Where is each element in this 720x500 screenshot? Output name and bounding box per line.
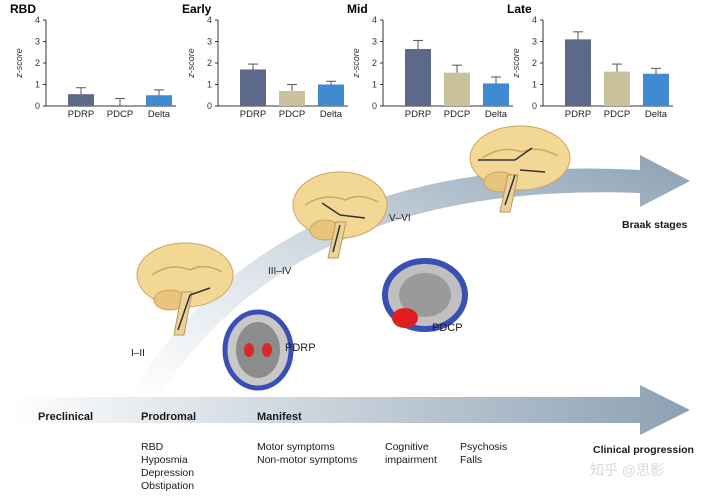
- bar-pdcp: [444, 72, 470, 106]
- y-tick-label: 1: [35, 80, 40, 90]
- phase-manifest: Manifest: [257, 411, 302, 423]
- cognitive-list: Cognitive impairment: [385, 441, 437, 467]
- list-item: Obstipation: [141, 480, 195, 492]
- y-tick-label: 1: [207, 80, 212, 90]
- phase-preclinical: Preclinical: [38, 411, 94, 423]
- panel-title: RBD: [10, 2, 36, 16]
- pdrp-scan-label: PDRP: [285, 342, 316, 354]
- bar-pdrp: [565, 39, 591, 106]
- psychosis-list: Psychosis Falls: [460, 441, 507, 467]
- braak-stages-label: Braak stages: [622, 219, 688, 231]
- braak-stage-arrow: [130, 155, 690, 395]
- y-axis-label: z-score: [351, 48, 361, 79]
- stage-label-2: III–IV: [268, 266, 292, 277]
- bar-delta: [318, 84, 344, 106]
- y-tick-label: 0: [372, 101, 377, 111]
- x-tick-label: PDCP: [444, 109, 470, 120]
- phase-prodromal: Prodromal: [141, 411, 197, 423]
- stage-label-1: I–II: [131, 348, 145, 359]
- list-item: Cognitive: [385, 441, 429, 453]
- x-tick-label: PDCP: [107, 109, 133, 120]
- bar-delta: [146, 95, 172, 106]
- y-tick-label: 1: [372, 80, 377, 90]
- panel-title: Mid: [347, 2, 368, 16]
- x-tick-label: PDCP: [279, 109, 305, 120]
- pdcp-brain-scan: [382, 258, 468, 332]
- y-tick-label: 4: [372, 15, 377, 25]
- list-item: impairment: [385, 454, 437, 466]
- y-tick-label: 0: [35, 101, 40, 111]
- y-tick-label: 3: [35, 37, 40, 47]
- y-tick-label: 3: [207, 37, 212, 47]
- y-axis-label: z-score: [511, 48, 521, 79]
- clinical-progression-label: Clinical progression: [593, 444, 694, 456]
- y-tick-label: 4: [35, 15, 40, 25]
- y-tick-label: 2: [372, 58, 377, 68]
- y-axis-label: z-score: [186, 48, 196, 79]
- brain-illustration-stage-1: [136, 242, 234, 336]
- x-tick-label: PDRP: [565, 109, 591, 120]
- list-item: Non-motor symptoms: [257, 454, 358, 466]
- list-item: Psychosis: [460, 441, 508, 453]
- y-tick-label: 3: [532, 37, 537, 47]
- y-axis-label: z-score: [14, 48, 24, 79]
- pdrp-brain-scan: [222, 309, 294, 391]
- brain-illustration-stage-3: [469, 125, 571, 213]
- panel-title: Late: [507, 2, 532, 16]
- y-tick-label: 4: [207, 15, 212, 25]
- manifest-symptom-list: Motor symptoms Non-motor symptoms: [257, 441, 357, 467]
- x-tick-label: PDRP: [68, 109, 94, 120]
- list-item: Depression: [141, 467, 195, 479]
- x-tick-label: Delta: [320, 109, 343, 120]
- bar-pdrp: [240, 69, 266, 106]
- y-tick-label: 2: [207, 58, 212, 68]
- x-tick-label: PDCP: [604, 109, 630, 120]
- list-item: Hyposmia: [141, 454, 188, 466]
- watermark: 知乎 @思影: [590, 462, 665, 478]
- list-item: RBD: [141, 441, 164, 453]
- y-tick-label: 3: [372, 37, 377, 47]
- y-tick-label: 2: [35, 58, 40, 68]
- prodromal-symptom-list: RBD Hyposmia Depression Obstipation: [141, 441, 194, 493]
- x-tick-label: PDRP: [240, 109, 266, 120]
- bar-delta: [483, 83, 509, 106]
- x-tick-label: Delta: [485, 109, 508, 120]
- y-tick-label: 0: [532, 101, 537, 111]
- list-item: Falls: [460, 454, 483, 466]
- y-tick-label: 1: [532, 80, 537, 90]
- pdcp-scan-label: PDCP: [432, 322, 463, 334]
- clinical-progression-arrow: [12, 385, 690, 435]
- bar-pdrp: [68, 94, 94, 106]
- panel-title: Early: [182, 2, 212, 16]
- y-tick-label: 0: [207, 101, 212, 111]
- bar-pdcp: [604, 71, 630, 106]
- bar-pdrp: [405, 49, 431, 106]
- brain-illustration-stage-2: [292, 171, 388, 259]
- x-tick-label: PDRP: [405, 109, 431, 120]
- bar-pdcp: [279, 90, 305, 106]
- stage-label-3: V–VI: [389, 213, 411, 224]
- y-tick-label: 4: [532, 15, 537, 25]
- bar-delta: [643, 73, 669, 106]
- y-tick-label: 2: [532, 58, 537, 68]
- list-item: Motor symptoms: [257, 441, 335, 453]
- x-tick-label: Delta: [148, 109, 171, 120]
- x-tick-label: Delta: [645, 109, 668, 120]
